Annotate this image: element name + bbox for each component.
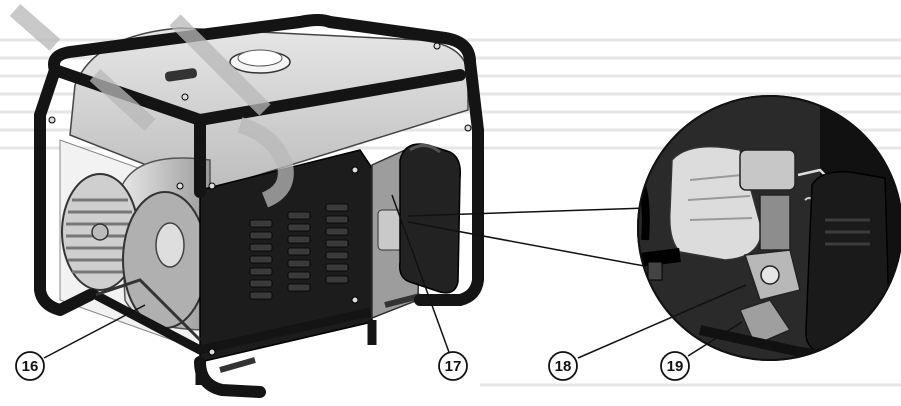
watermark — [9, 3, 294, 208]
callout-label-16: 16 — [22, 358, 39, 375]
callout-17: 17 — [438, 351, 468, 381]
callout-label-18: 18 — [555, 358, 572, 375]
alternator-housing — [122, 191, 208, 329]
callout-18: 18 — [548, 351, 578, 381]
control-panel — [199, 149, 373, 363]
generator-illustration — [34, 14, 484, 398]
zoom-detail — [407, 95, 901, 361]
callout-leaders — [43, 194, 747, 359]
recoil-starter-cover — [61, 173, 139, 291]
callout-label-19: 19 — [667, 358, 684, 375]
callout-16: 16 — [15, 351, 45, 381]
callout-19: 19 — [660, 351, 690, 381]
callout-label-17: 17 — [445, 358, 462, 375]
